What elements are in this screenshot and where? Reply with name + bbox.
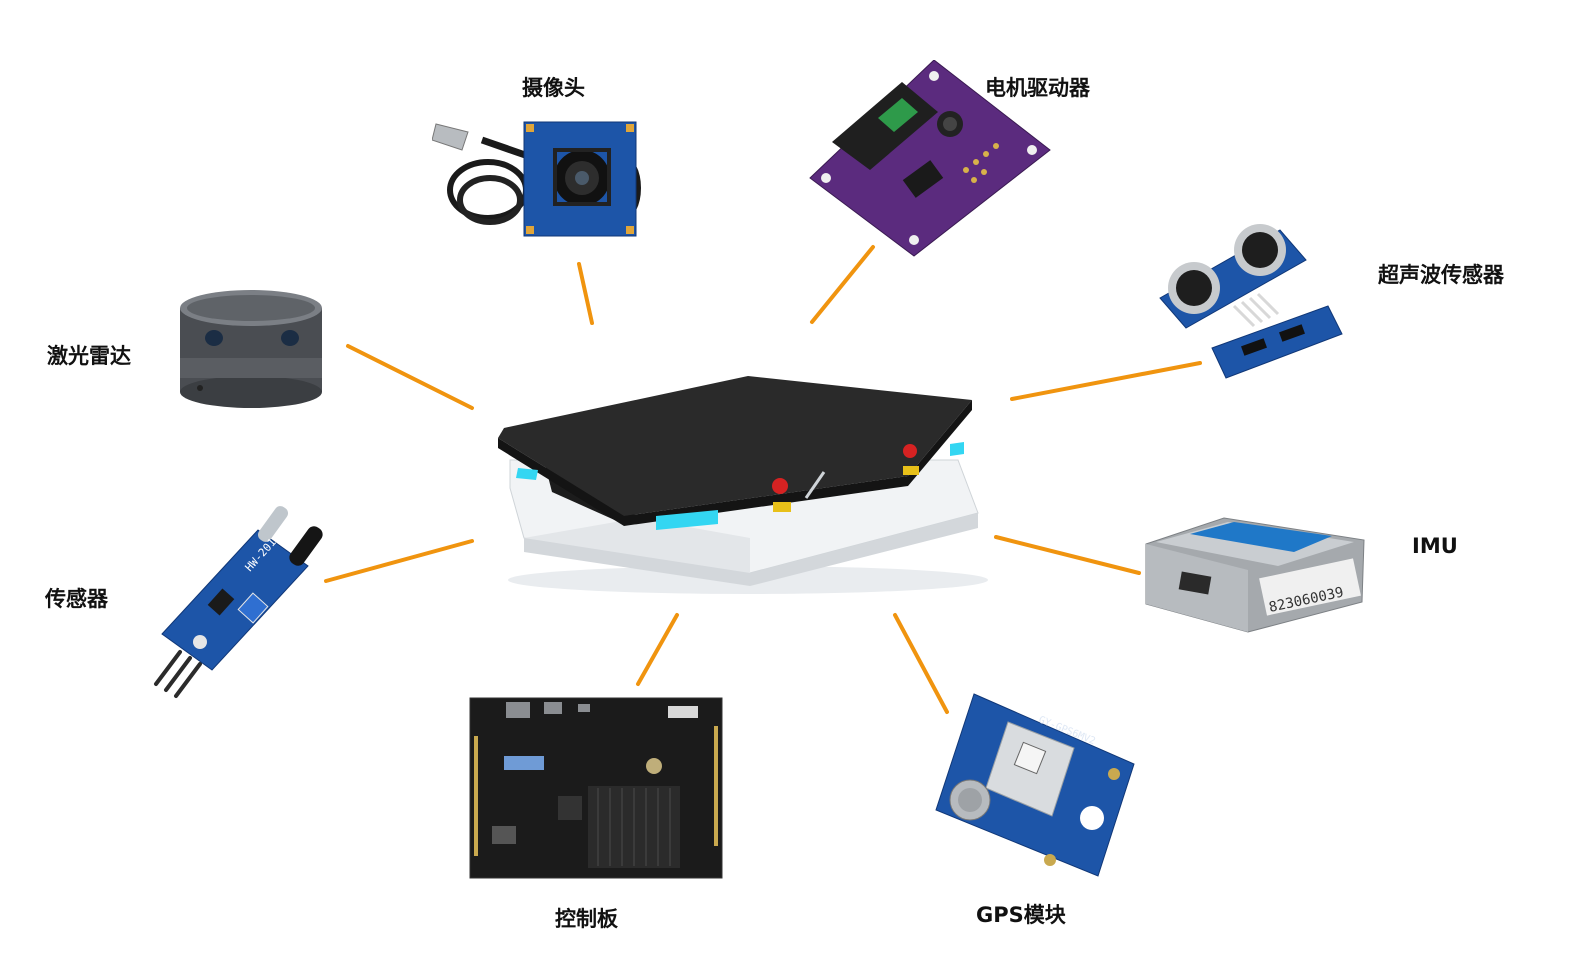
label-camera: 摄像头 bbox=[522, 76, 585, 100]
label-gps: GPS模块 bbox=[976, 903, 1066, 927]
gps-module: GY-GPS6MV2 bbox=[935, 693, 1135, 877]
label-control-board: 控制板 bbox=[555, 907, 618, 931]
imu-module: 823060039 bbox=[1145, 517, 1365, 633]
label-lidar: 激光雷达 bbox=[47, 344, 131, 368]
label-motor-driver: 电机驱动器 bbox=[985, 76, 1090, 100]
label-sensor: 传感器 bbox=[45, 587, 108, 611]
control-board bbox=[469, 697, 723, 879]
camera-module bbox=[432, 121, 641, 237]
connector-camera bbox=[577, 262, 594, 325]
connector-gps bbox=[893, 613, 949, 714]
motor-driver-board bbox=[809, 60, 1051, 257]
ir-obstacle-sensor: HW-201 bbox=[154, 506, 323, 698]
mobile-robot-chassis bbox=[498, 376, 988, 594]
label-ultrasonic: 超声波传感器 bbox=[1378, 263, 1504, 287]
connector-imu bbox=[994, 535, 1141, 575]
connector-control-board bbox=[636, 613, 679, 686]
ultrasonic-sensor bbox=[1159, 224, 1343, 379]
connector-lidar bbox=[346, 344, 474, 410]
lidar-unit bbox=[180, 290, 322, 408]
label-imu: IMU bbox=[1412, 534, 1458, 558]
connector-motor-driver bbox=[810, 245, 875, 324]
connector-sensor bbox=[324, 539, 474, 583]
connector-ultrasonic bbox=[1010, 361, 1202, 401]
